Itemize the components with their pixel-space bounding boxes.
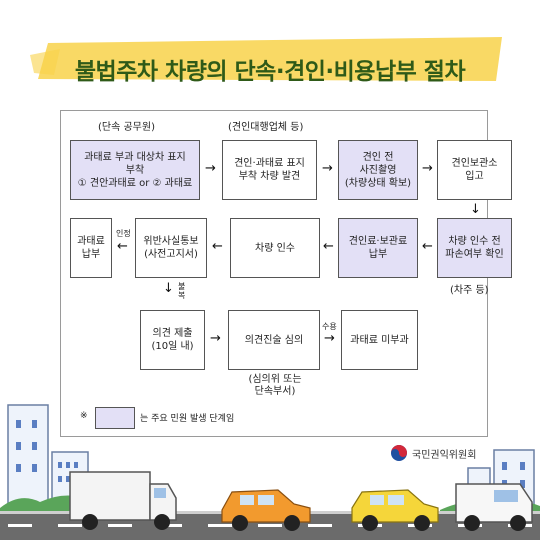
legend-mark: ※ bbox=[80, 411, 88, 421]
node-fine-notice: 과태료 부과 대상차 표지 부착 ① 견안과태료 or ② 과태료 bbox=[70, 140, 200, 200]
node-storage-in: 견인보관소 입고 bbox=[437, 140, 512, 200]
node-inspect: 차량 인수 전 파손여부 확인 bbox=[437, 218, 512, 278]
city-illustration bbox=[0, 404, 540, 540]
edge-label-accepted: 수용 bbox=[322, 322, 337, 331]
arrow-right-icon: → bbox=[210, 331, 221, 346]
org-name: 국민권익위원회 bbox=[412, 449, 477, 461]
caption-enforcer: (단속 공무원) bbox=[98, 122, 155, 133]
page-title: 불법주차 차량의 단속·견인·비용납부 절차 bbox=[74, 59, 466, 85]
arrow-down-icon: ↓ bbox=[163, 281, 174, 296]
arrow-left-icon: ← bbox=[117, 239, 128, 254]
legend-swatch bbox=[95, 407, 135, 429]
node-before-tow: 견인 전 사진촬영 (차량상태 확보) bbox=[338, 140, 418, 200]
node-review: 의견진술 심의 bbox=[228, 310, 320, 370]
node-no-fine: 과태료 미부과 bbox=[341, 310, 418, 370]
arrow-left-icon: ← bbox=[212, 239, 223, 254]
node-discover: 견인·과태료 표지 부착 차량 발견 bbox=[222, 140, 317, 200]
arrow-right-icon: → bbox=[324, 331, 335, 346]
car-yellow-icon bbox=[351, 489, 439, 531]
org-logo: 국민권익위원회 bbox=[390, 444, 476, 462]
node-receive: 차량 인수 bbox=[230, 218, 320, 278]
arrow-left-icon: ← bbox=[323, 239, 334, 254]
caption-committee: (심의위 또는 단속부서) bbox=[248, 374, 302, 397]
arrow-right-icon: → bbox=[205, 161, 216, 176]
arrow-down-icon: ↓ bbox=[470, 202, 481, 217]
truck-icon bbox=[69, 471, 177, 530]
node-violation-notice: 위반사실통보 (사전고지서) bbox=[135, 218, 207, 278]
edge-label-accept: 인정 bbox=[116, 229, 131, 238]
arrow-right-icon: → bbox=[322, 161, 333, 176]
legend-text: 는 주요 민원 발생 단계임 bbox=[140, 414, 235, 424]
title-highlight-band bbox=[30, 35, 510, 85]
node-objection: 의견 제출 (10일 내) bbox=[140, 310, 205, 370]
arrow-right-icon: → bbox=[422, 161, 433, 176]
van-icon bbox=[455, 483, 533, 531]
edge-label-dispute: 불 복 bbox=[178, 282, 186, 300]
caption-owner: (차주 등) bbox=[450, 285, 489, 296]
taegeuk-icon bbox=[391, 445, 407, 461]
car-orange-icon bbox=[221, 489, 311, 531]
node-pay-fee: 견인료·보관료 납부 bbox=[338, 218, 418, 278]
caption-towing: (견인대행업체 등) bbox=[228, 122, 304, 133]
arrow-left-icon: ← bbox=[422, 239, 433, 254]
node-fine-pay: 과태료 납부 bbox=[70, 218, 112, 278]
